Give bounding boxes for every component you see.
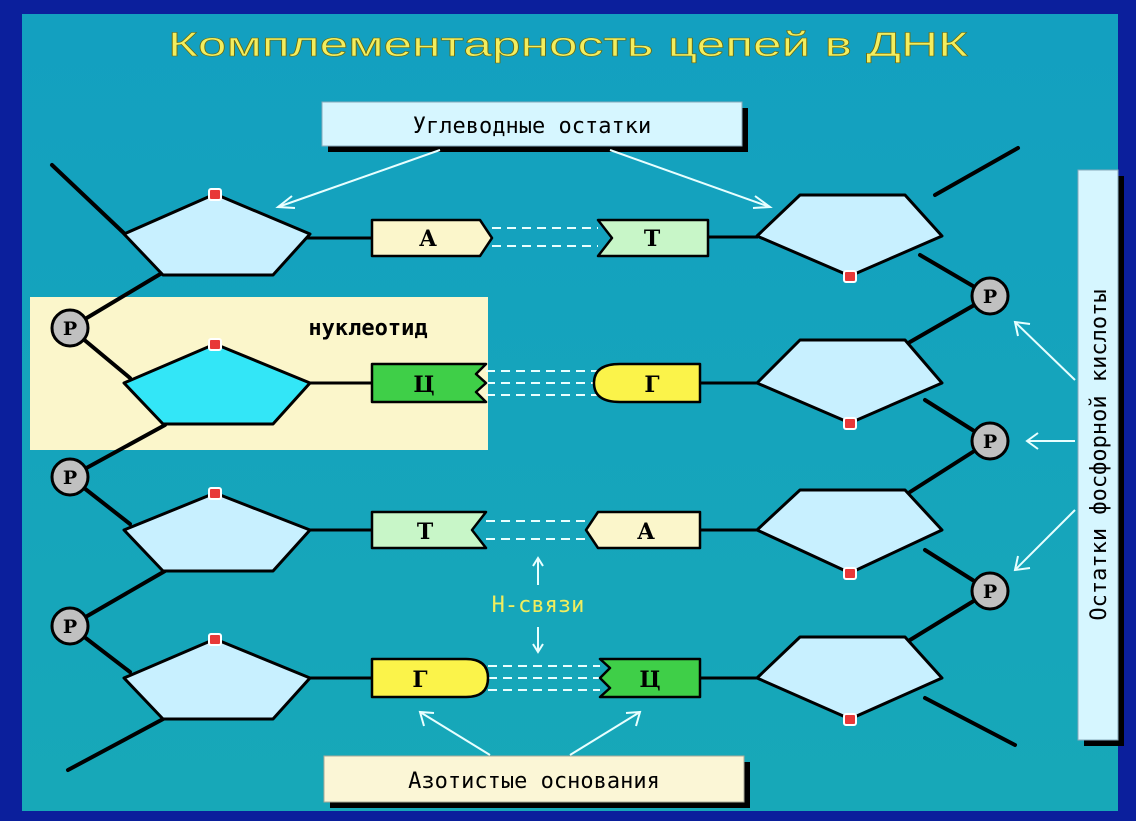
base-letter: Ц xyxy=(639,667,660,693)
base-cytosine xyxy=(370,362,488,404)
sugar-ring xyxy=(755,338,944,425)
bases: А Т Ц Г Т А Г Ц xyxy=(370,218,710,699)
phosphate-group: P xyxy=(50,606,90,646)
oxygen-marker xyxy=(843,713,857,726)
phosphate-groups: P P P P P P xyxy=(50,276,1010,646)
base-thymine xyxy=(370,510,488,550)
nucleotide-label: нуклеотид xyxy=(308,316,427,341)
sugar-base-connectors xyxy=(305,235,758,680)
diagram-title: Комплементарность цепей в ДНК xyxy=(168,26,968,64)
arrow-to-left-base xyxy=(419,711,491,756)
left-sugars xyxy=(122,192,312,721)
oxygen-marker xyxy=(208,487,222,500)
base-adenine xyxy=(370,218,494,258)
oxygen-marker xyxy=(208,338,222,351)
arrow-to-right-base xyxy=(569,711,641,756)
arrow-to-right-sugar xyxy=(609,149,771,208)
sugar-ring xyxy=(122,192,312,277)
phosphate-label: P xyxy=(63,318,77,340)
arrow-to-phosphate-1 xyxy=(1014,321,1076,381)
phosphate-residues-callout: Остатки фосфорной кислоты xyxy=(1077,169,1124,746)
base-letter: Г xyxy=(644,372,659,398)
base-letter: Т xyxy=(417,519,434,545)
phosphate-label: P xyxy=(63,467,77,489)
base-guanine xyxy=(370,657,490,699)
pointer-arrows xyxy=(275,149,1076,756)
phosphate-group: P xyxy=(970,276,1010,316)
sugar-ring xyxy=(122,491,312,573)
sugar-residues-label: Углеводные остатки xyxy=(413,114,651,139)
sugar-ring xyxy=(755,488,944,575)
sugar-ring xyxy=(122,637,312,721)
sugar-ring xyxy=(122,342,312,426)
nitrogen-bases-callout: Азотистые основания xyxy=(323,755,750,808)
sugar-ring xyxy=(755,635,944,721)
base-letter: А xyxy=(419,226,437,252)
base-guanine xyxy=(592,362,702,404)
phosphate-residues-label: Остатки фосфорной кислоты xyxy=(1087,289,1112,620)
phosphate-group: P xyxy=(50,457,90,497)
sugar-residues-callout: Углеводные остатки xyxy=(321,101,748,152)
phosphate-label: P xyxy=(983,286,997,308)
nitrogen-bases-label: Азотистые основания xyxy=(408,769,660,794)
phosphate-label: P xyxy=(983,431,997,453)
arrow-to-left-sugar xyxy=(277,149,441,208)
base-adenine xyxy=(584,510,702,550)
sugar-ring xyxy=(755,193,944,278)
phosphate-label: P xyxy=(983,581,997,603)
right-sugars xyxy=(755,193,944,721)
base-letter: Ц xyxy=(413,372,434,398)
base-cytosine xyxy=(598,657,702,699)
h-bonds-label: Н-связи xyxy=(492,593,585,618)
base-letter: Т xyxy=(644,226,661,252)
oxygen-marker xyxy=(208,188,222,201)
ring-oxygen-markers xyxy=(208,188,857,726)
hydrogen-bonds xyxy=(486,227,600,691)
arrow-to-phosphate-3 xyxy=(1014,509,1076,571)
phosphate-group: P xyxy=(970,571,1010,611)
base-thymine xyxy=(596,218,710,258)
phosphate-group: P xyxy=(50,308,90,348)
oxygen-marker xyxy=(843,567,857,580)
oxygen-marker xyxy=(843,417,857,430)
oxygen-marker xyxy=(843,270,857,283)
phosphate-label: P xyxy=(63,616,77,638)
base-letter: А xyxy=(637,519,655,545)
base-letter: Г xyxy=(412,667,427,693)
phosphate-group: P xyxy=(970,421,1010,461)
oxygen-marker xyxy=(208,633,222,646)
